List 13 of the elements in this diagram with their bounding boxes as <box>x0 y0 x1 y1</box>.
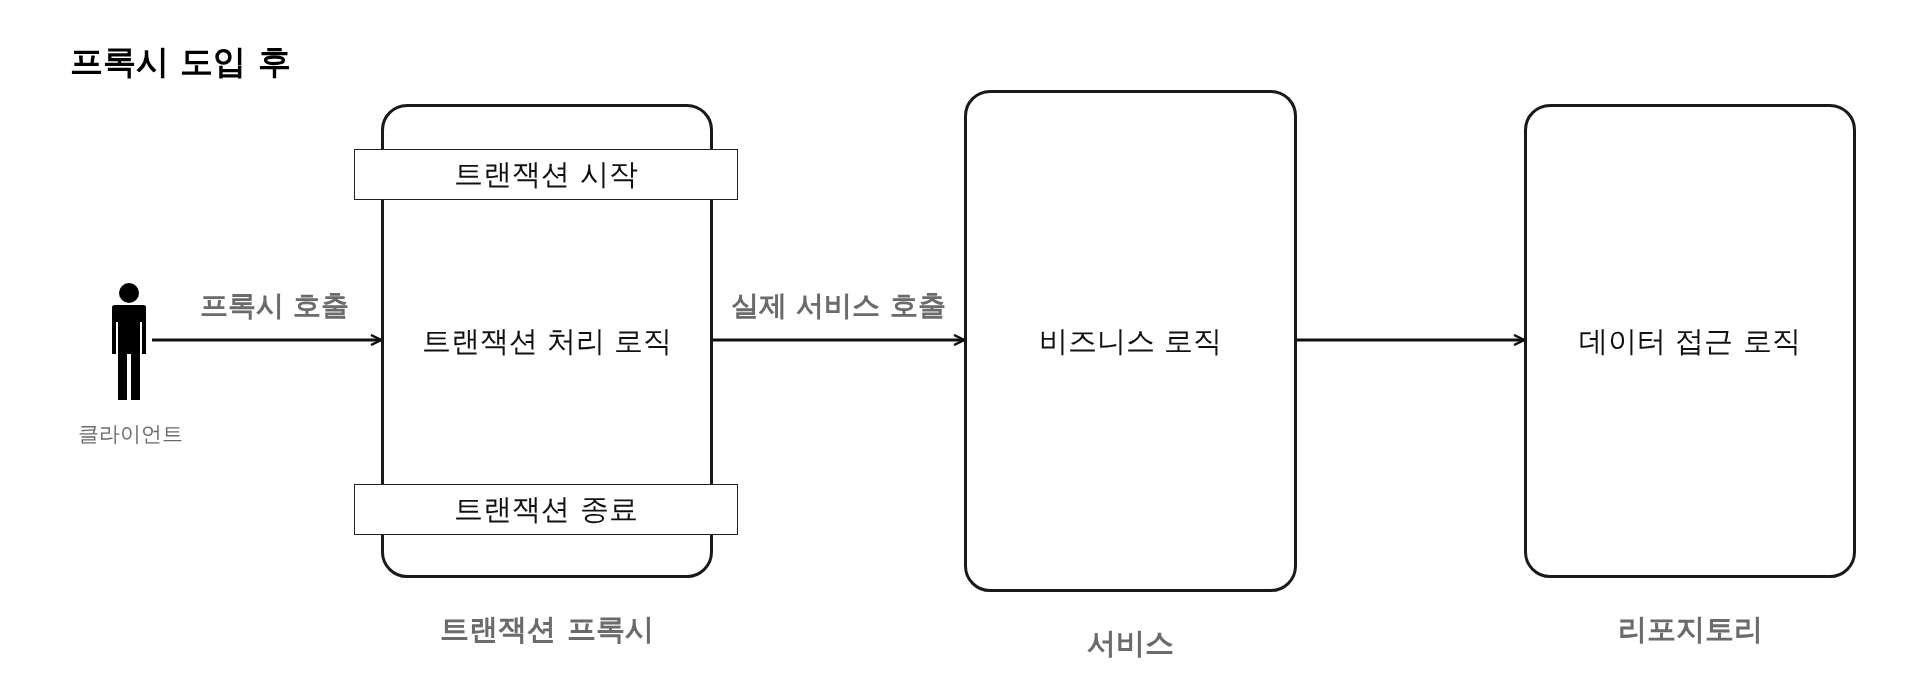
box-text: 트랜잭션 처리 로직 <box>420 323 674 360</box>
arrow <box>713 333 966 347</box>
arrow <box>1297 333 1526 347</box>
step-bar: 트랜잭션 종료 <box>354 484 738 535</box>
diagram-title: 프록시 도입 후 <box>70 41 291 83</box>
box-text: 비즈니스 로직 <box>1037 323 1224 360</box>
box-text: 데이터 접근 로직 <box>1578 323 1802 360</box>
box-heading: 트랜잭션 프록시 <box>439 611 655 648</box>
step-bar: 트랜잭션 시작 <box>354 149 738 200</box>
node-caption: 클라이언트 <box>76 421 184 448</box>
box-heading: 서비스 <box>1086 625 1175 662</box>
box-heading: 리포지토리 <box>1616 611 1764 648</box>
arrow <box>152 333 383 347</box>
